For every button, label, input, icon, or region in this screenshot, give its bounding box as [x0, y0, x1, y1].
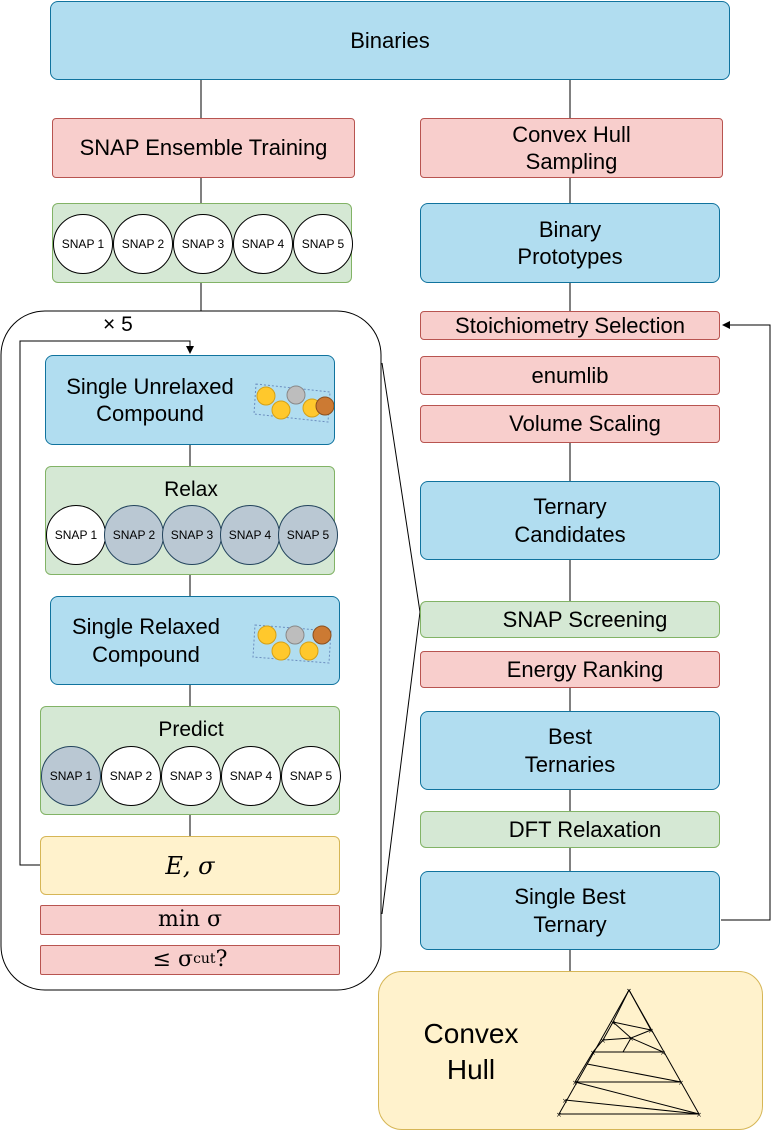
- best-ternaries-label: Best Ternaries: [524, 724, 616, 777]
- predict-model-1: SNAP 1: [41, 746, 101, 806]
- predict-model-3: SNAP 3: [161, 746, 221, 806]
- predict-title: Predict: [158, 718, 224, 741]
- relax-title: Relax: [164, 478, 218, 501]
- zoom-line-bottom: [381, 611, 421, 915]
- convex-hull-box: Convex Hull ××× ××× ××× ×××: [378, 971, 763, 1130]
- snap-model-1: SNAP 1: [53, 214, 113, 274]
- single-unrelaxed-compound-box: Single Unrelaxed Compound: [45, 355, 335, 445]
- unrelaxed-label: Single Unrelaxed Compound: [66, 373, 234, 427]
- svg-text:×: ×: [628, 1035, 634, 1043]
- relax-model-5: SNAP 5: [278, 505, 338, 565]
- relax-model-2: SNAP 2: [104, 505, 164, 565]
- crystal-structure-icon: [252, 624, 332, 664]
- feedback-arrow: [721, 321, 771, 921]
- snap-model-2: SNAP 2: [113, 214, 173, 274]
- predict-box: Predict SNAP 1 SNAP 2 SNAP 3 SNAP 4 SNAP…: [40, 706, 341, 815]
- ternary-candidates-box: Ternary Candidates: [420, 481, 720, 560]
- sigma-cut-question: ?: [215, 947, 228, 973]
- svg-text:×: ×: [660, 1049, 666, 1057]
- binary-prototypes-label: Binary Prototypes: [517, 216, 623, 270]
- svg-text:×: ×: [648, 1027, 654, 1035]
- relax-model-4: SNAP 4: [220, 505, 280, 565]
- min-sigma-box: min σ: [40, 905, 340, 935]
- svg-text:×: ×: [572, 1079, 578, 1087]
- snap-model-5: SNAP 5: [293, 214, 353, 274]
- svg-text:×: ×: [678, 1079, 684, 1087]
- relax-model-3: SNAP 3: [162, 505, 222, 565]
- binaries-box: Binaries: [50, 1, 730, 80]
- svg-text:×: ×: [626, 987, 632, 995]
- loop-arrow: [19, 340, 194, 866]
- best-ternaries-box: Best Ternaries: [420, 711, 720, 790]
- sigma-cut-subscript: cut: [193, 951, 216, 968]
- single-relaxed-compound-box: Single Relaxed Compound: [50, 596, 340, 685]
- ternary-candidates-label: Ternary Candidates: [514, 494, 626, 547]
- predict-model-2: SNAP 2: [101, 746, 161, 806]
- relax-model-1: SNAP 1: [46, 505, 106, 565]
- predict-model-5: SNAP 5: [281, 746, 341, 806]
- binary-prototypes-box: Binary Prototypes: [420, 203, 720, 283]
- single-best-ternary-box: Single Best Ternary: [420, 871, 720, 950]
- svg-text:×: ×: [590, 1049, 596, 1057]
- energy-sigma-box: E, σ: [40, 836, 340, 895]
- snap-model-4: SNAP 4: [233, 214, 293, 274]
- enumlib-box: enumlib: [420, 356, 720, 395]
- snap-ensemble-group: SNAP 1 SNAP 2 SNAP 3 SNAP 4 SNAP 5: [52, 203, 353, 283]
- sigma-cut-symbol: ≤ σ: [152, 947, 194, 973]
- energy-ranking-box: Energy Ranking: [420, 651, 720, 688]
- repeat-label: × 5: [103, 313, 133, 336]
- snap-ensemble-training-box: SNAP Ensemble Training: [52, 118, 355, 178]
- convex-hull-sampling-label: Convex Hull Sampling: [512, 121, 631, 175]
- ternary-hull-icon: ××× ××× ××× ×××: [556, 987, 701, 1119]
- snap-screening-box: SNAP Screening: [420, 601, 720, 638]
- svg-text:×: ×: [696, 1111, 701, 1119]
- loop-container: [0, 310, 382, 991]
- snap-model-3: SNAP 3: [173, 214, 233, 274]
- relaxed-label: Single Relaxed Compound: [72, 614, 220, 667]
- stoichiometry-selection-box: Stoichiometry Selection: [420, 311, 720, 340]
- convex-hull-label: Convex Hull: [423, 1018, 519, 1086]
- predict-model-4: SNAP 4: [221, 746, 281, 806]
- svg-text:×: ×: [562, 1097, 568, 1105]
- crystal-structure-icon: [253, 383, 334, 423]
- dft-relaxation-box: DFT Relaxation: [420, 811, 720, 848]
- svg-text:×: ×: [600, 1037, 606, 1045]
- convex-hull-sampling-box: Convex Hull Sampling: [420, 118, 723, 178]
- relax-box: Relax SNAP 1 SNAP 2 SNAP 3 SNAP 4 SNAP 5: [45, 466, 338, 575]
- volume-scaling-box: Volume Scaling: [420, 405, 720, 443]
- svg-text:×: ×: [610, 1019, 616, 1027]
- zoom-line-top: [381, 362, 421, 613]
- svg-text:×: ×: [556, 1111, 562, 1119]
- single-best-ternary-label: Single Best Ternary: [514, 884, 626, 937]
